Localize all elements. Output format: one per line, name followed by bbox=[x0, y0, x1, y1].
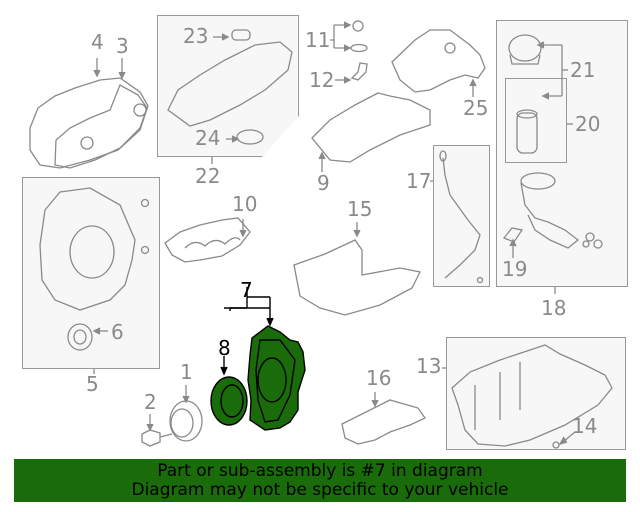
callout-25: 25 bbox=[463, 96, 489, 120]
callout-2: 2 bbox=[144, 390, 157, 414]
callout-8: 8 bbox=[218, 336, 231, 360]
callout-15: 15 bbox=[347, 197, 373, 221]
banner-line-1: Part or sub-assembly is #7 in diagram bbox=[157, 461, 483, 481]
callout-17: 17 bbox=[406, 169, 432, 193]
callout-23: 23 bbox=[183, 24, 209, 48]
callout-20: 20 bbox=[575, 112, 601, 136]
group-box-13 bbox=[446, 337, 626, 450]
callout-10: 10 bbox=[232, 192, 258, 216]
callout-12: 12 bbox=[309, 68, 335, 92]
callout-18: 18 bbox=[541, 296, 567, 320]
callout-5: 5 bbox=[86, 372, 99, 396]
callout-19: 19 bbox=[502, 257, 528, 281]
callout-7: 7 bbox=[240, 278, 253, 302]
callout-3: 3 bbox=[116, 34, 129, 58]
highlighted-part-7 bbox=[210, 287, 306, 431]
callout-4: 4 bbox=[91, 30, 104, 54]
callout-13: 13 bbox=[416, 354, 442, 378]
callout-16: 16 bbox=[366, 366, 392, 390]
notice-banner: Part or sub-assembly is #7 in diagram Di… bbox=[14, 459, 626, 502]
callout-6: 6 bbox=[111, 320, 124, 344]
callout-21: 21 bbox=[570, 58, 596, 82]
group-box-20 bbox=[505, 78, 567, 163]
group-box-22 bbox=[157, 15, 299, 157]
parts-illustration bbox=[29, 20, 613, 449]
banner-line-2: Diagram may not be specific to your vehi… bbox=[131, 480, 509, 500]
callout-14: 14 bbox=[572, 414, 598, 438]
callout-24: 24 bbox=[195, 126, 221, 150]
group-box-17 bbox=[433, 145, 490, 287]
callout-11: 11 bbox=[305, 28, 331, 52]
callout-1: 1 bbox=[180, 360, 193, 384]
callout-9: 9 bbox=[317, 171, 330, 195]
callout-22: 22 bbox=[195, 164, 221, 188]
